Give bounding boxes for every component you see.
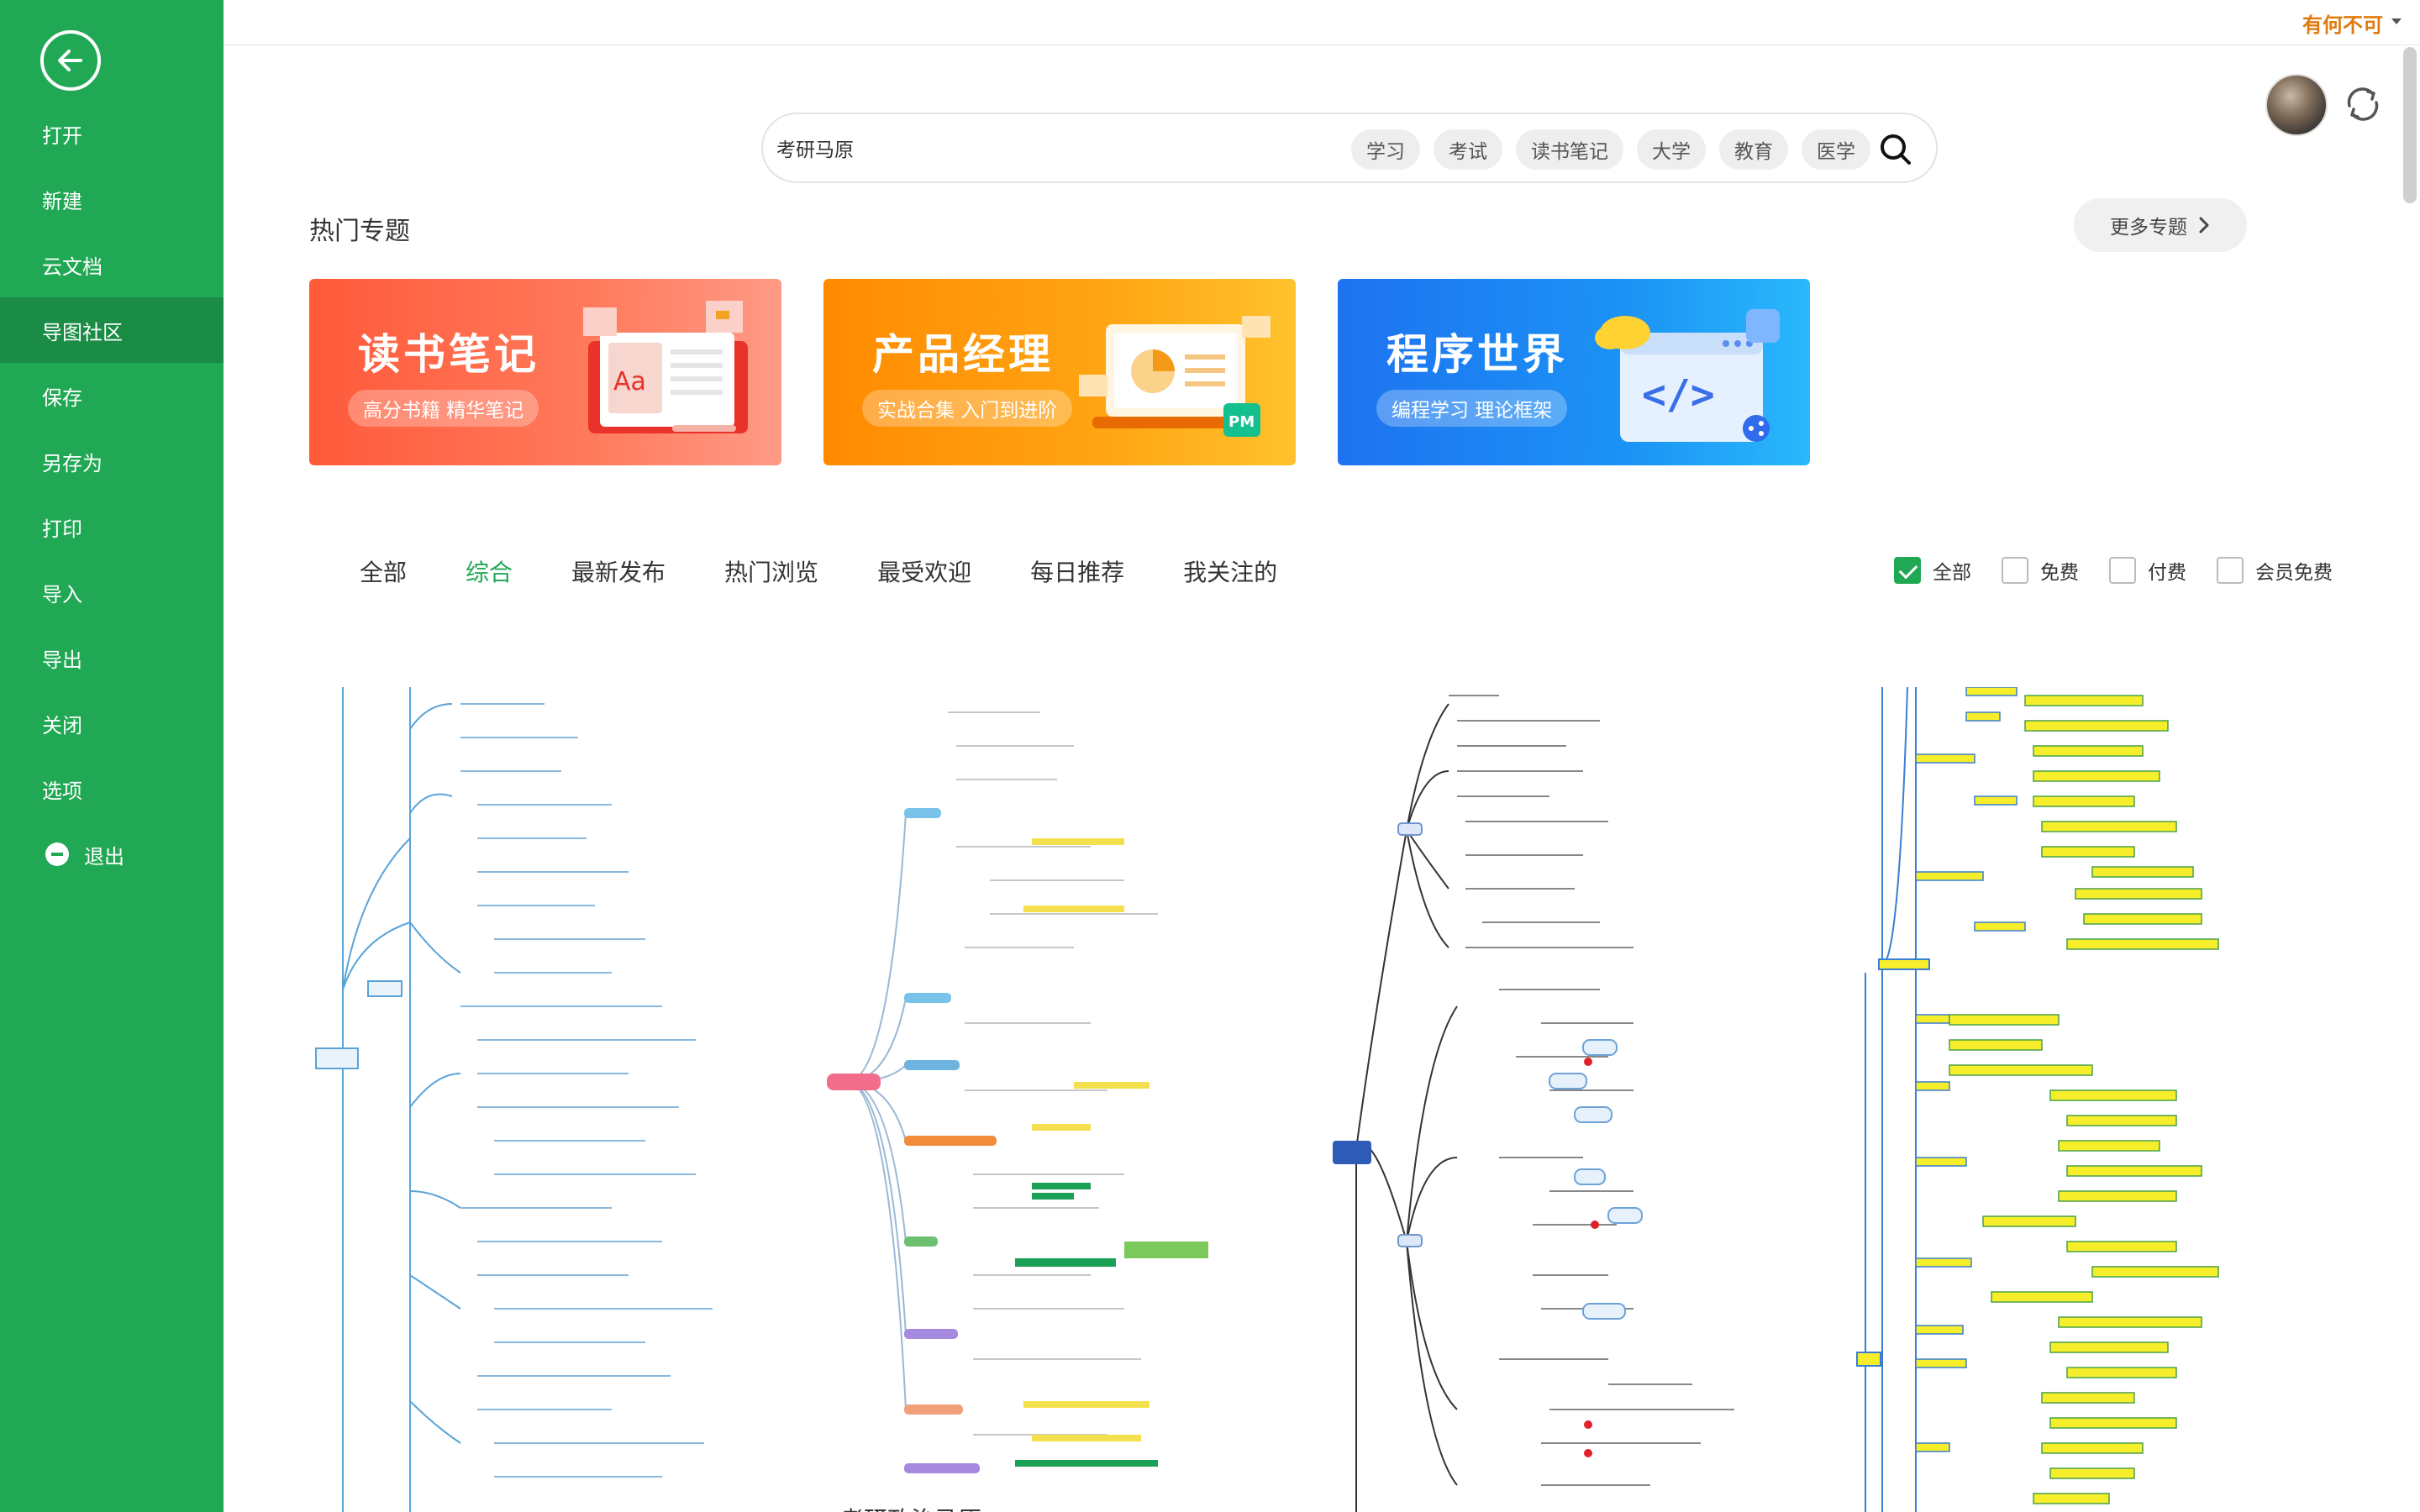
search-tag[interactable]: 大学 [1637, 129, 1706, 170]
filter-member-free-checkbox[interactable] [2217, 557, 2244, 584]
price-filters: 全部 免费 付费 会员免费 [1894, 556, 2363, 585]
book-illustration-icon: Aa [583, 301, 748, 433]
filter-label: 会员免费 [2255, 562, 2333, 584]
presentation-illustration-icon: PM [1079, 316, 1270, 437]
sidebar-item-save-as[interactable]: 另存为 [0, 428, 224, 494]
sidebar-item-label: 选项 [42, 779, 82, 803]
search-tag[interactable]: 读书笔记 [1516, 129, 1623, 170]
top-bar: 有何不可 [224, 0, 2420, 45]
chevron-right-icon [2199, 217, 2209, 234]
sidebar-item-import[interactable]: 导入 [0, 559, 224, 625]
avatar[interactable] [2265, 74, 2328, 136]
code-window-illustration-icon: </> [1595, 309, 1780, 442]
back-arrow-icon[interactable] [40, 30, 101, 91]
chevron-down-icon[interactable] [2391, 18, 2402, 24]
card-title: 考研政治马原 [840, 1502, 981, 1512]
filter-label: 付费 [2148, 562, 2186, 584]
mindmap-thumbnail [1333, 695, 1734, 1512]
sidebar-item-exit[interactable]: 退出 [0, 822, 224, 887]
search-bar: 学习 考试 读书笔记 大学 教育 医学 [761, 113, 1938, 183]
sidebar-item-label: 打印 [42, 517, 82, 541]
mindmap-thumbnail [315, 687, 713, 1512]
banner-title: 读书笔记 [358, 330, 539, 379]
banner-title: 程序世界 [1386, 330, 1568, 379]
filter-all-checkbox[interactable] [1894, 557, 1921, 584]
mindmap-card[interactable] [1331, 687, 1795, 1512]
topic-banner-reading-notes[interactable]: 读书笔记 高分书籍 精华笔记 Aa [309, 279, 781, 465]
sidebar-item-label: 关闭 [42, 713, 82, 738]
tab-daily-picks[interactable]: 每日推荐 [1030, 559, 1125, 586]
sidebar-item-label: 导入 [42, 582, 82, 606]
sidebar-item-label: 另存为 [42, 451, 103, 475]
sidebar-item-options[interactable]: 选项 [0, 756, 224, 822]
sidebar-item-label: 新建 [42, 189, 82, 213]
sidebar-item-cloud-docs[interactable]: 云文档 [0, 232, 224, 297]
tab-comprehensive[interactable]: 综合 [466, 559, 513, 586]
topic-banner-programming[interactable]: 程序世界 编程学习 理论框架 </> [1338, 279, 1810, 465]
vertical-scrollbar[interactable] [2398, 45, 2420, 1512]
sidebar-item-label: 导出 [42, 648, 82, 672]
filter-label: 全部 [1933, 562, 1971, 584]
sidebar-item-label: 导图社区 [42, 320, 123, 344]
filter-free-checkbox[interactable] [2002, 557, 2028, 584]
sidebar-item-close[interactable]: 关闭 [0, 690, 224, 756]
sidebar-item-export[interactable]: 导出 [0, 625, 224, 690]
search-tag[interactable]: 学习 [1351, 129, 1420, 170]
filter-label: 免费 [2040, 562, 2079, 584]
banner-subtitle: 实战合集 入门到进阶 [862, 390, 1073, 427]
sidebar-item-save[interactable]: 保存 [0, 363, 224, 428]
sidebar-item-community[interactable]: 导图社区 [0, 297, 224, 363]
search-icon[interactable] [1877, 131, 1914, 168]
sidebar-item-label: 打开 [42, 123, 82, 148]
topic-banner-product-manager[interactable]: 产品经理 实战合集 入门到进阶 PM [823, 279, 1296, 465]
refresh-icon[interactable] [2339, 81, 2386, 128]
search-input[interactable] [776, 129, 1247, 166]
tab-all[interactable]: 全部 [360, 559, 408, 586]
category-tabs: 全部 综合 最新发布 热门浏览 最受欢迎 每日推荐 我关注的 [360, 554, 1336, 588]
more-topics-label: 更多专题 [2110, 217, 2187, 239]
banner-title: 产品经理 [872, 330, 1054, 379]
search-tag[interactable]: 教育 [1719, 129, 1788, 170]
tab-following[interactable]: 我关注的 [1183, 559, 1278, 586]
section-title-hot-topics: 热门专题 [309, 217, 410, 246]
mindmap-thumbnail [1856, 687, 2219, 1512]
sidebar-menu: 打开 新建 云文档 导图社区 保存 另存为 打印 导入 导出 关闭 选项 退出 [0, 101, 224, 887]
scrollbar-thumb[interactable] [2403, 47, 2417, 203]
sidebar: 打开 新建 云文档 导图社区 保存 另存为 打印 导入 导出 关闭 选项 退出 [0, 0, 224, 1512]
mindmap-card[interactable] [1840, 687, 2304, 1512]
sidebar-item-label: 退出 [84, 844, 124, 869]
mindmap-card[interactable] [309, 687, 773, 1512]
tab-latest[interactable]: 最新发布 [571, 559, 666, 586]
sidebar-item-label: 云文档 [42, 255, 103, 279]
mindmap-card[interactable]: 考研政治马原 [822, 687, 1286, 1512]
banner-subtitle: 高分书籍 精华笔记 [348, 390, 539, 427]
sidebar-item-print[interactable]: 打印 [0, 494, 224, 559]
search-tag[interactable]: 考试 [1434, 129, 1502, 170]
svg-text:</>: </> [1642, 371, 1715, 418]
sidebar-item-open[interactable]: 打开 [0, 101, 224, 166]
filter-paid-checkbox[interactable] [2109, 557, 2136, 584]
svg-text:PM: PM [1228, 413, 1255, 431]
banner-subtitle: 编程学习 理论框架 [1376, 390, 1568, 427]
search-tags: 学习 考试 读书笔记 大学 教育 医学 [1351, 129, 1870, 170]
tab-hot-views[interactable]: 热门浏览 [724, 559, 819, 586]
user-name[interactable]: 有何不可 [2302, 13, 2383, 37]
search-tag[interactable]: 医学 [1802, 129, 1870, 170]
sidebar-item-new[interactable]: 新建 [0, 166, 224, 232]
mindmap-thumbnail [827, 711, 1208, 1473]
exit-icon [45, 843, 69, 866]
svg-text:Aa: Aa [613, 367, 646, 396]
tab-most-popular[interactable]: 最受欢迎 [877, 559, 972, 586]
more-topics-button[interactable]: 更多专题 [2074, 198, 2247, 252]
sidebar-item-label: 保存 [42, 386, 82, 410]
